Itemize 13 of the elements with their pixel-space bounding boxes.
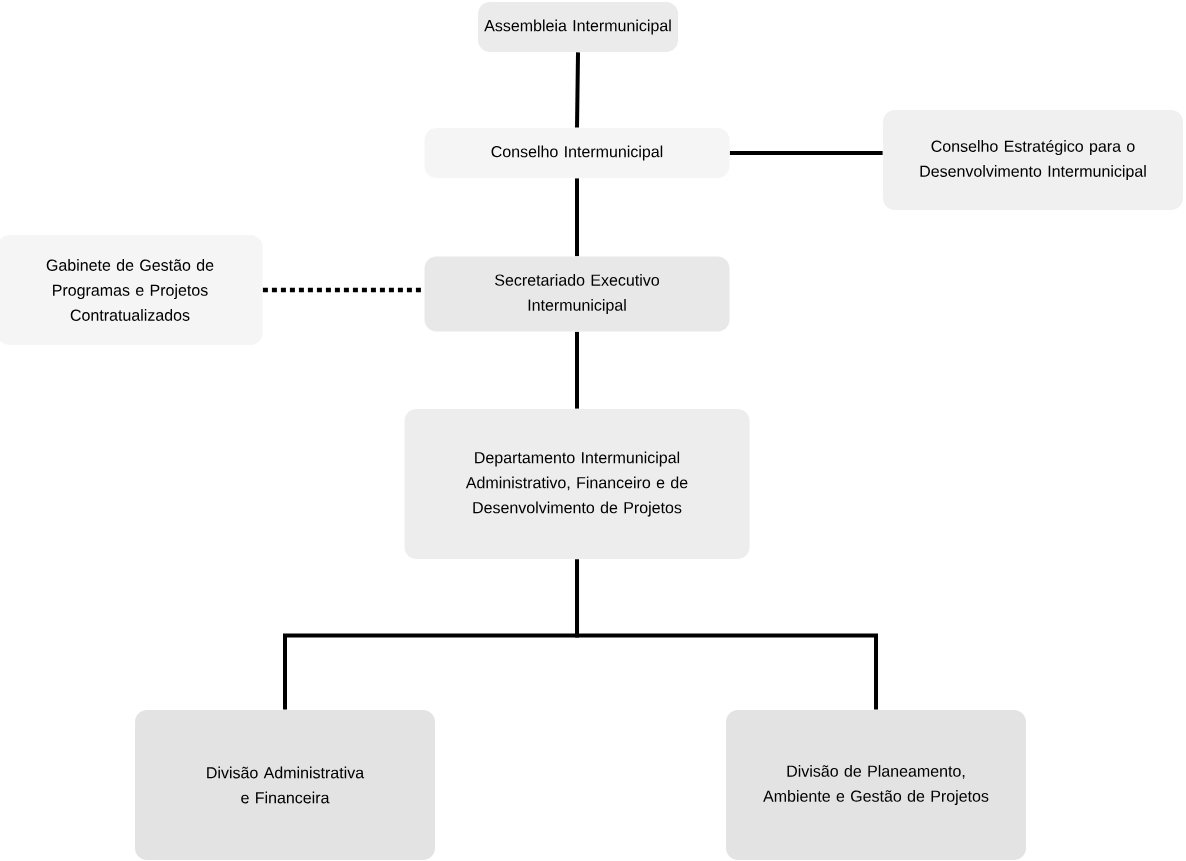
connector-line	[575, 331, 579, 409]
org-box: Gabinete de Gestão de Programas e Projetos Contratualizados	[0, 235, 263, 345]
org-box: Assembleia Intermunicipal	[478, 2, 678, 52]
org-box: Conselho Estratégico para o Desenvolvimento Intermunicipal	[883, 110, 1183, 210]
org-box: Conselho Intermunicipal	[424, 128, 730, 178]
connector-line	[575, 559, 878, 710]
org-box: Divisão de Planeamento, Ambiente e Gestão de Projetos	[726, 710, 1026, 860]
org-box: Divisão Administrativa e Financeira	[135, 710, 435, 860]
connector-line	[729, 151, 883, 155]
connector-line	[575, 52, 580, 128]
org-box: Secretariado Executivo Intermunicipal	[424, 256, 730, 332]
connector-line	[575, 178, 579, 257]
org-box: Departamento Intermunicipal Administrativo, Financeiro e de Desenvolvimento de Projetos	[404, 409, 750, 559]
